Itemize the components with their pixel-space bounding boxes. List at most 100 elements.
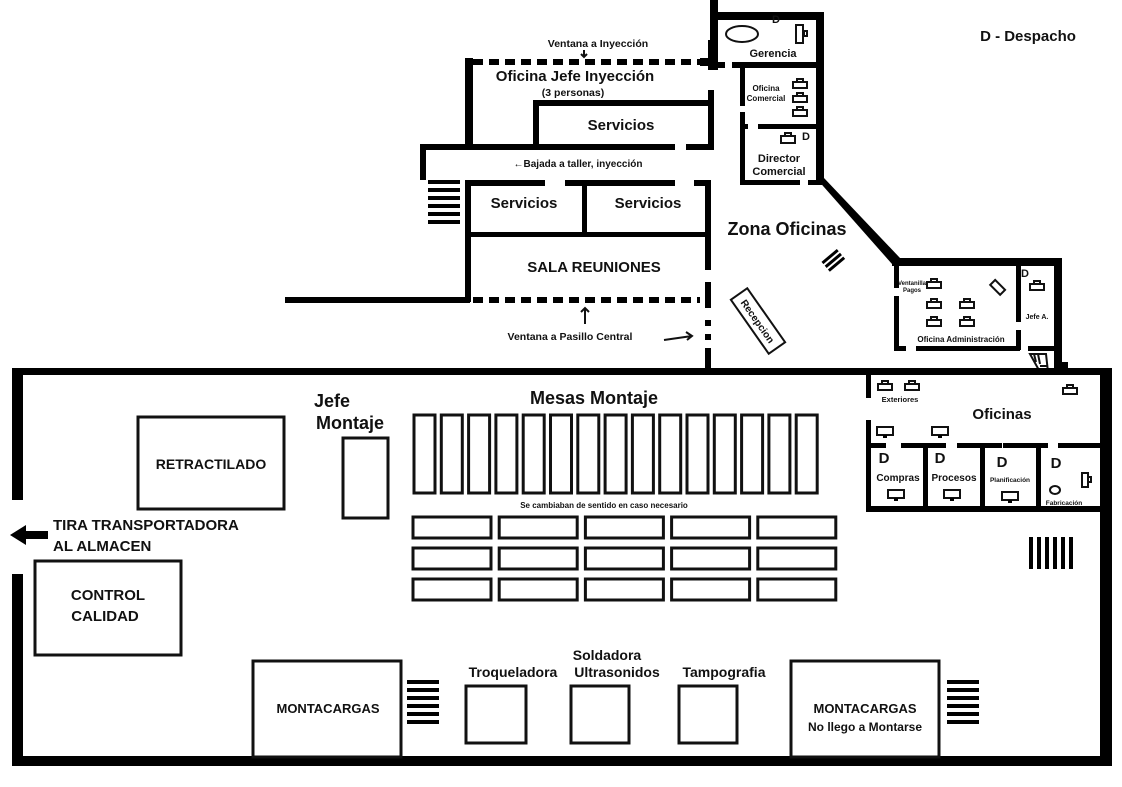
workstation-icons	[926, 278, 1045, 327]
horizontal-table	[497, 515, 579, 540]
oficina-jefe-inyeccion-title: Oficina Jefe Inyección	[496, 68, 654, 85]
despacho-mark: D	[1021, 268, 1029, 280]
jefe-montaje-label-2: Montaje	[316, 413, 384, 433]
tampografia-label: Tampografia	[683, 664, 766, 680]
horizontal-table	[411, 546, 493, 571]
arrow-left-icon	[10, 525, 48, 545]
workstation-icons	[877, 380, 1078, 395]
vertical-tables	[412, 413, 819, 495]
vertical-table	[549, 413, 573, 495]
soldadora-machine	[569, 684, 631, 745]
bajada-taller-label: ←Bajada a taller, inyección	[514, 159, 643, 170]
horizontal-table	[497, 577, 579, 602]
control-calidad-label-2: CALIDAD	[71, 608, 139, 625]
stairs-icon	[1029, 537, 1073, 569]
despacho-mark: D	[935, 450, 946, 467]
exteriores-label: Exteriores	[882, 395, 919, 404]
soldadora-label-1: Soldadora	[573, 647, 642, 663]
troqueladora-label: Troqueladora	[469, 664, 558, 680]
ventanilla-label-2: Pagos	[903, 288, 922, 294]
despacho-mark: D	[802, 131, 810, 143]
workstation-icons	[792, 78, 808, 117]
planificacion-label: Planificación	[990, 477, 1030, 484]
spiral-stairs-icon	[1028, 353, 1050, 373]
control-calidad-area	[33, 559, 183, 657]
computer-icons	[876, 426, 1019, 503]
jefe-montaje-desk	[341, 436, 390, 520]
vertical-table	[767, 413, 792, 495]
stairs-icon	[947, 680, 979, 724]
oficina-comercial-label-1: Oficina	[752, 84, 780, 93]
stairs-icon	[407, 680, 439, 724]
horizontal-table	[411, 577, 493, 602]
ventanilla-label-1: Ventanilla	[898, 281, 927, 287]
oficinas-label: Oficinas	[972, 406, 1031, 423]
vertical-table	[467, 413, 492, 495]
legend-despacho: D - Despacho	[980, 28, 1076, 45]
ventana-pasillo-label: Ventana a Pasillo Central	[508, 331, 633, 343]
vertical-table	[576, 413, 601, 495]
meeting-table-icon	[725, 25, 759, 43]
vertical-table	[494, 413, 519, 495]
soldadora-label-2: Ultrasonidos	[574, 664, 660, 680]
despacho-mark: D	[1051, 455, 1062, 472]
stairs-icon	[821, 248, 846, 272]
vertical-table	[521, 413, 546, 495]
oficina-jefe-inyeccion-subtitle: (3 personas)	[542, 87, 604, 99]
horizontal-table	[411, 515, 493, 540]
oficina-administracion-label: Oficina Administración	[917, 335, 1004, 344]
retractilado-label: RETRACTILADO	[156, 456, 267, 472]
arrow-right-icon	[663, 331, 694, 341]
control-calidad-label-1: CONTROL	[71, 587, 145, 604]
horizontal-table	[670, 515, 752, 540]
zona-oficinas-label: Zona Oficinas	[727, 219, 846, 239]
montacargas-right-label-1: MONTACARGAS	[813, 701, 916, 716]
vertical-table	[439, 413, 464, 495]
montacargas-right-label-2: No llego a Montarse	[808, 720, 922, 734]
vertical-table	[603, 413, 628, 495]
despacho-mark: D	[879, 450, 890, 467]
horizontal-table	[756, 577, 838, 602]
workstation-icon	[780, 132, 796, 144]
tira-label-1: TIRA TRANSPORTADORA	[53, 517, 239, 534]
ventana-inyeccion-label: Ventana a Inyección	[548, 38, 648, 50]
factory-walls	[12, 362, 1112, 766]
montacargas-left-label: MONTACARGAS	[276, 701, 379, 716]
vertical-table	[658, 413, 683, 495]
mesas-montaje-label: Mesas Montaje	[530, 388, 658, 408]
horizontal-table	[583, 546, 665, 571]
horizontal-tables	[411, 515, 838, 602]
mesas-note: Se cambiaban de sentido en caso necesari…	[520, 501, 688, 510]
oficina-comercial-label-2: Comercial	[747, 94, 786, 103]
procesos-label: Procesos	[931, 473, 976, 484]
vertical-table	[412, 413, 437, 495]
servicios-top-label: Servicios	[588, 117, 655, 134]
horizontal-table	[583, 577, 665, 602]
horizontal-table	[497, 546, 579, 571]
office-block-walls	[285, 0, 1062, 372]
horizontal-table	[756, 546, 838, 571]
arrow-up-icon	[580, 306, 590, 324]
director-comercial-label-1: Director	[758, 153, 801, 165]
fabricacion-label: Fabricación	[1046, 500, 1083, 507]
horizontal-table	[670, 577, 752, 602]
horizontal-table	[583, 515, 665, 540]
horizontal-table	[756, 515, 838, 540]
vertical-table	[630, 413, 655, 495]
retractilado-area	[136, 415, 286, 511]
desk-icon	[795, 24, 808, 44]
recepcion-desk: Recepcion	[729, 286, 787, 356]
vertical-table	[685, 413, 710, 495]
vertical-table	[740, 413, 765, 495]
arrow-down-icon	[580, 50, 588, 59]
gerencia-label: Gerencia	[749, 48, 797, 60]
troqueladora-machine	[464, 684, 528, 745]
jefe-a-label: Jefe A.	[1026, 314, 1049, 321]
servicios-right-label: Servicios	[615, 195, 682, 212]
vertical-table	[712, 413, 737, 495]
servicios-left-label: Servicios	[491, 195, 558, 212]
vertical-table	[794, 413, 819, 495]
montacargas-left	[251, 659, 403, 759]
jefe-montaje-label-1: Jefe	[314, 391, 350, 411]
